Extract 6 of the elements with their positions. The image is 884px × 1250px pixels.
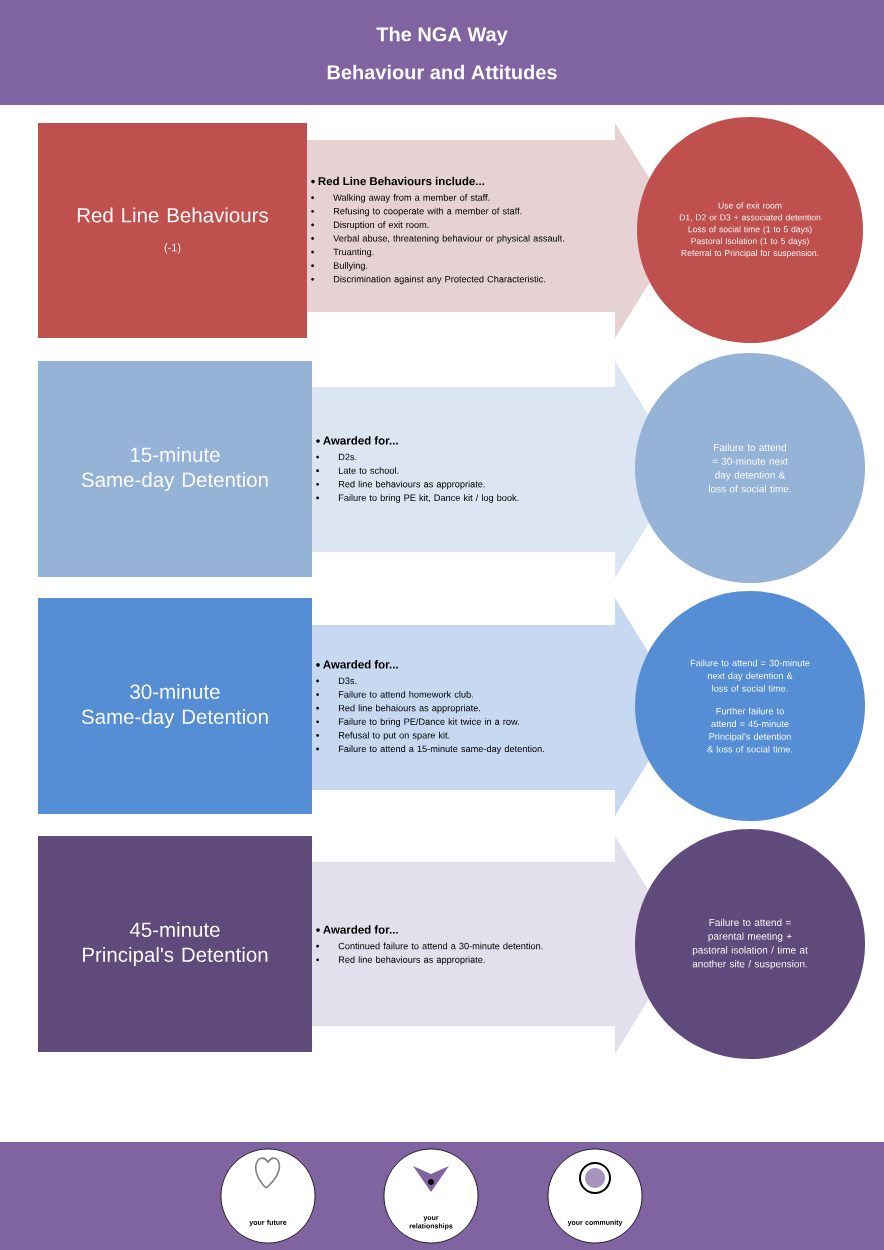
- category-box: 45-minute Principal's Detention: [38, 836, 312, 1052]
- subtitle: Behaviour and Attitudes: [327, 64, 557, 80]
- title: The NGA Way: [376, 26, 508, 46]
- category-box: 30-minute Same-day Detention: [38, 598, 312, 814]
- category-box: Red Line Behaviours (-1): [38, 123, 307, 338]
- category-box: 15-minute Same-day Detention: [38, 361, 312, 577]
